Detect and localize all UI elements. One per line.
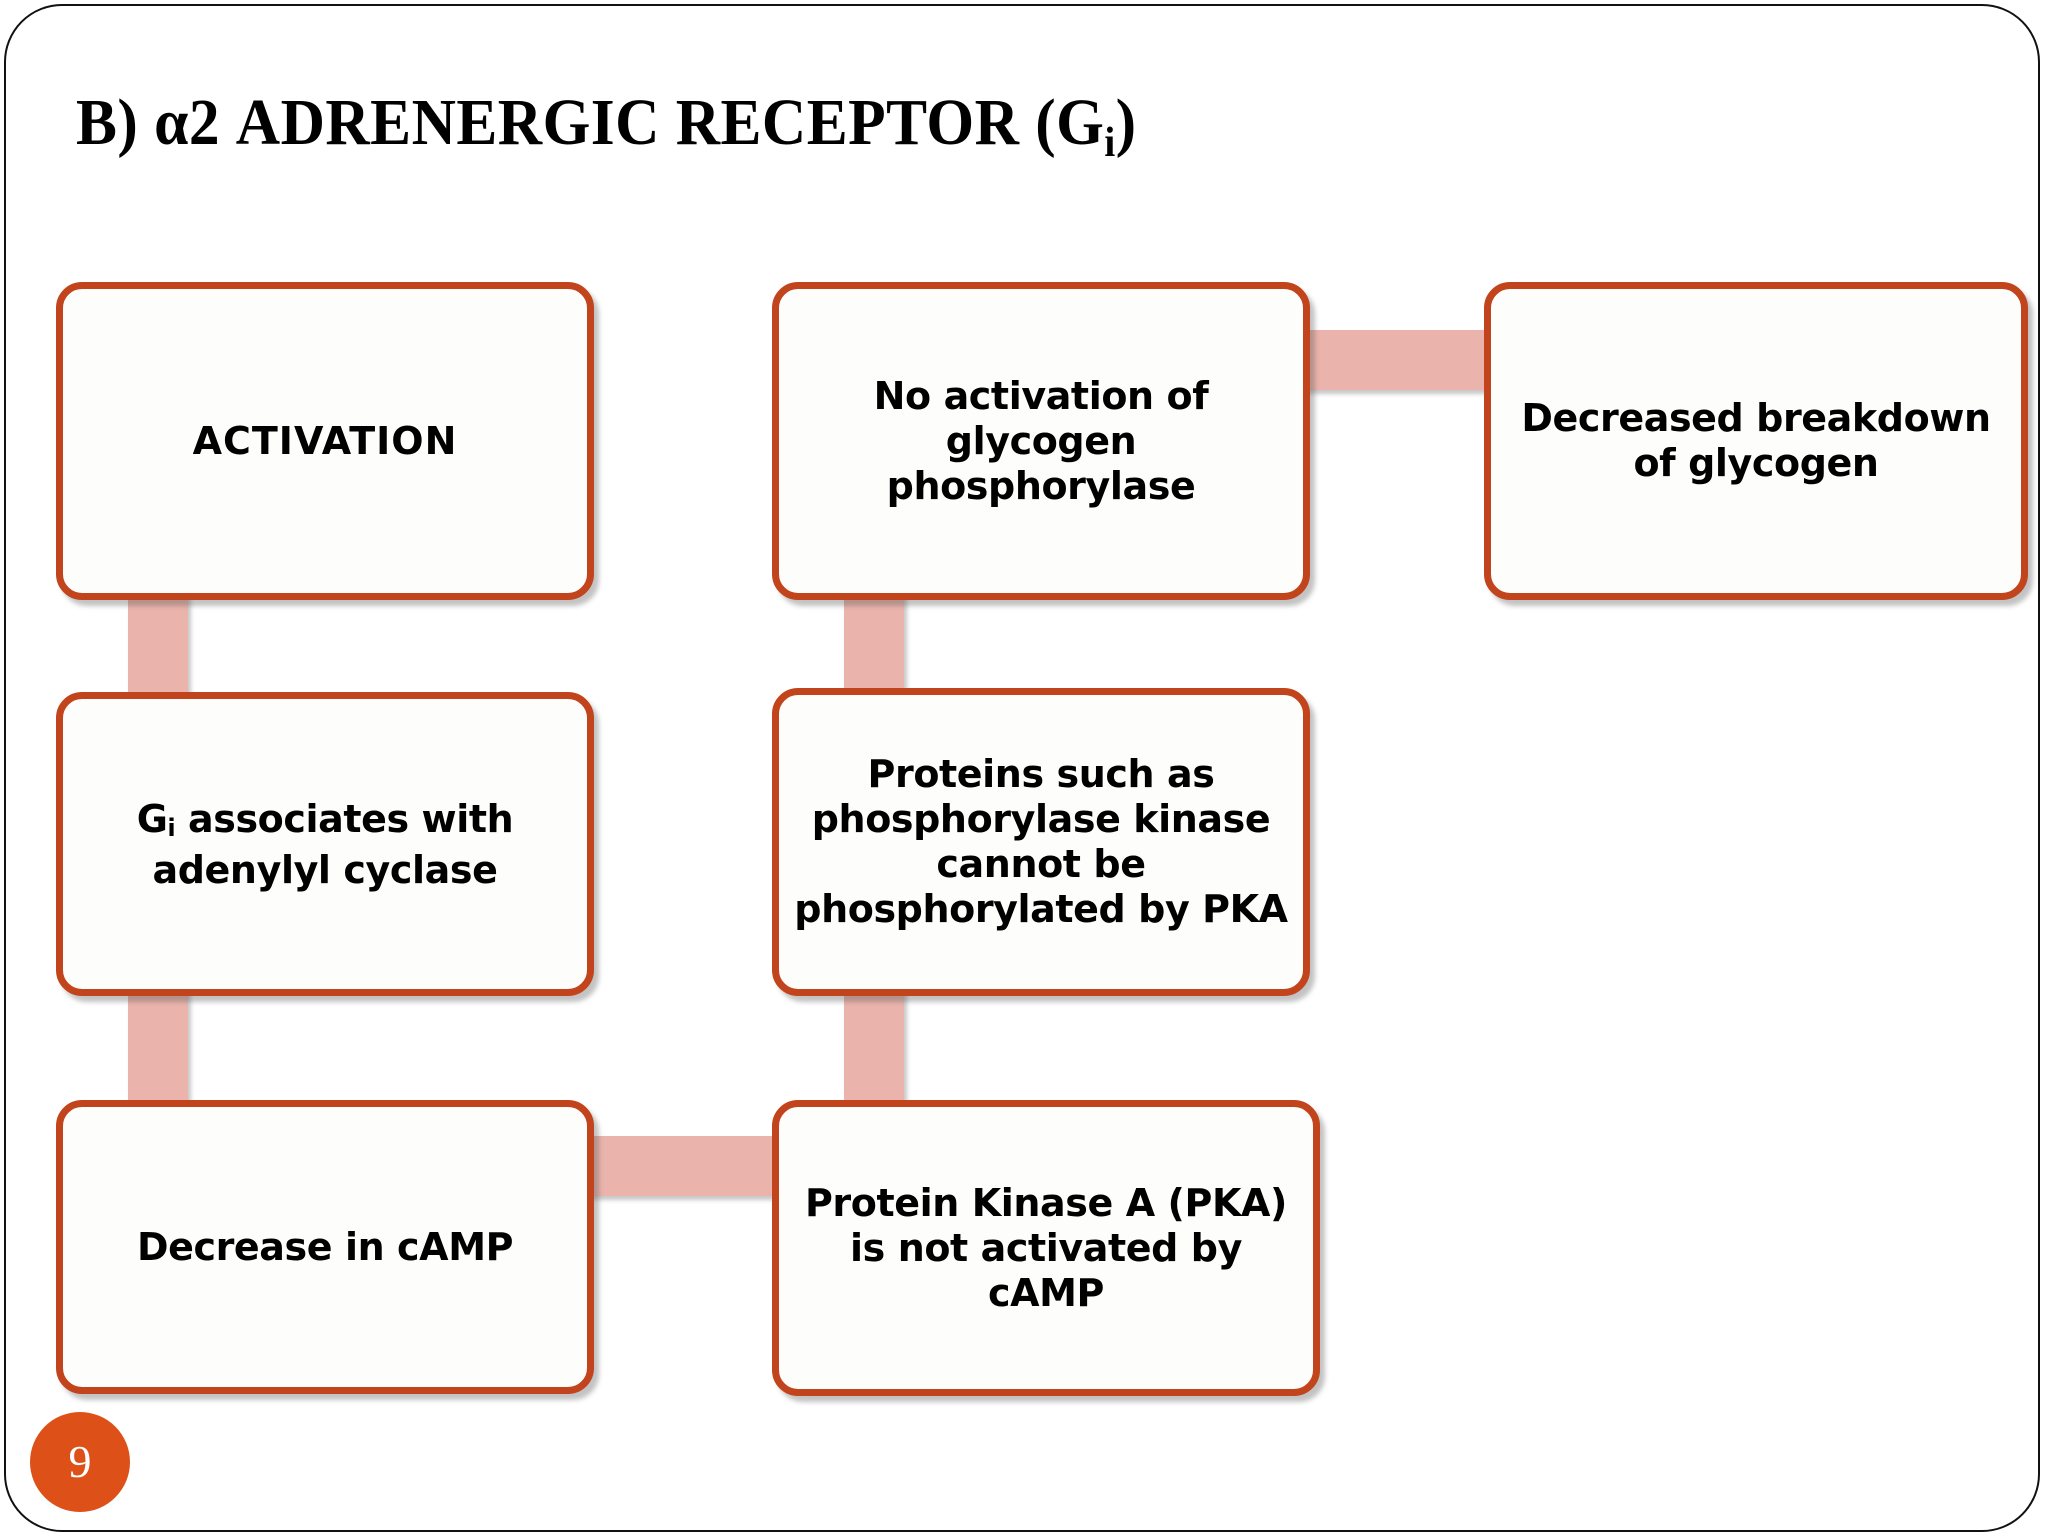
- box-decreased-breakdown-glycogen[interactable]: Decreased breakdown of glycogen: [1484, 282, 2028, 600]
- gi-label-prefix: G: [136, 796, 168, 841]
- box-no-activation-label: No activation of glycogen phosphorylase: [873, 373, 1209, 508]
- connector-no-activation-to-decreased: [1296, 330, 1496, 390]
- box-gi-adenylyl-cyclase[interactable]: Gi associates with adenylyl cyclase: [56, 692, 594, 996]
- page-number-text: 9: [68, 1436, 92, 1487]
- connector-gi-to-camp: [128, 984, 188, 1112]
- box-proteins-phosphorylase-kinase[interactable]: Proteins such as phosphorylase kinase ca…: [772, 688, 1310, 996]
- box-activation[interactable]: ACTIVATION: [56, 282, 594, 600]
- page-number-badge: 9: [30, 1412, 130, 1512]
- box-no-activation-glycogen-phosphorylase[interactable]: No activation of glycogen phosphorylase: [772, 282, 1310, 600]
- box-pka-not-activated-label: Protein Kinase A (PKA) is not activated …: [804, 1180, 1287, 1315]
- box-decrease-in-camp-label: Decrease in cAMP: [136, 1225, 514, 1269]
- connector-activation-to-gi: [128, 586, 188, 710]
- gi-label-suffix: associates with adenylyl cyclase: [152, 796, 514, 892]
- box-decrease-in-camp[interactable]: Decrease in cAMP: [56, 1100, 594, 1394]
- box-decreased-breakdown-label: Decreased breakdown of glycogen: [1521, 396, 1991, 485]
- page-title-suffix: ): [1115, 86, 1137, 159]
- page-title: B) α2 ADRENERGIC RECEPTOR (Gi): [76, 86, 1137, 168]
- page-title-prefix: B) α2 ADRENERGIC RECEPTOR (G: [76, 86, 1105, 159]
- gi-label-subscript: i: [167, 814, 176, 843]
- connector-proteins-to-no-activation: [844, 586, 904, 704]
- connector-camp-to-pka: [588, 1136, 788, 1196]
- box-pka-not-activated[interactable]: Protein Kinase A (PKA) is not activated …: [772, 1100, 1320, 1396]
- box-proteins-phosphorylase-kinase-label: Proteins such as phosphorylase kinase ca…: [794, 752, 1288, 931]
- page-title-subscript: i: [1104, 120, 1116, 166]
- box-activation-label: ACTIVATION: [192, 419, 458, 463]
- connector-pka-to-proteins: [844, 982, 904, 1112]
- box-gi-adenylyl-cyclase-label: Gi associates with adenylyl cyclase: [63, 796, 587, 893]
